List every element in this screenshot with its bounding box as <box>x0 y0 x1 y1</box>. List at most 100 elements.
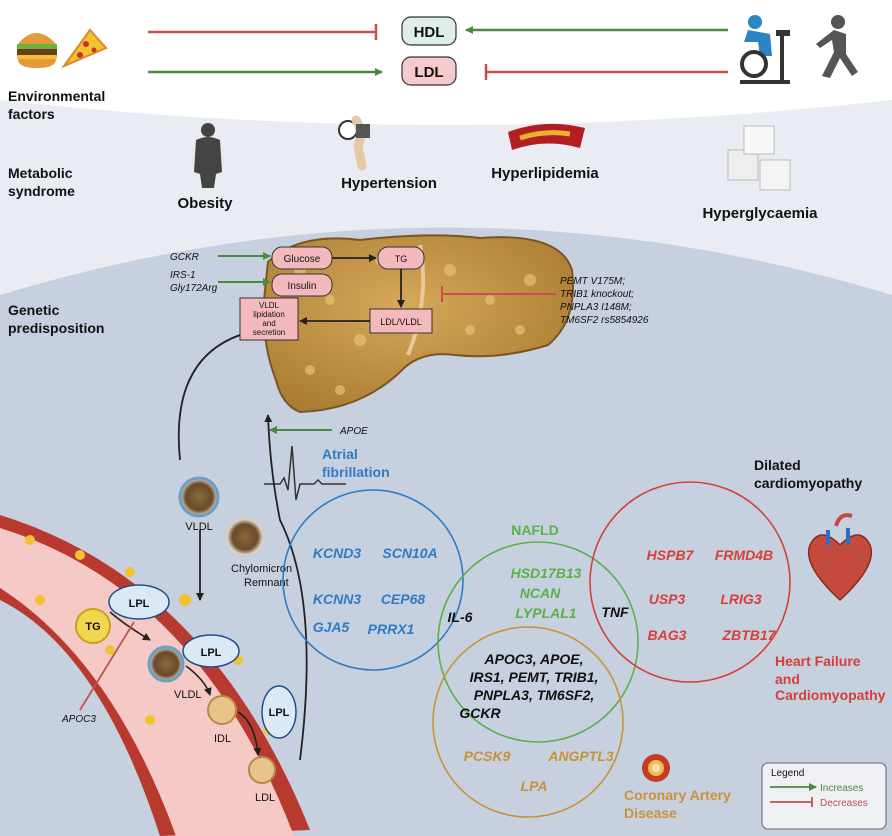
blood-pressure-icon <box>338 115 370 171</box>
cad-gene: PCSK9 <box>464 748 511 764</box>
gckr-label: GCKR <box>170 252 199 263</box>
hdl-label: HDL <box>414 24 445 41</box>
hf-gene: BAG3 <box>648 627 687 643</box>
af-gene: KCNN3 <box>313 591 361 607</box>
variant-item: TM6SF2 rs5854926 <box>560 315 649 326</box>
hdl-box <box>401 16 457 46</box>
nafld-title: NAFLD <box>511 522 558 538</box>
il6-label: IL-6 <box>448 609 473 625</box>
nafld-gene: HSD17B13 <box>511 565 582 581</box>
cad-gene: LPA <box>521 778 548 794</box>
lpl-enzyme-3: LPL <box>261 685 297 739</box>
vldl-particle-lumen-icon <box>147 645 185 683</box>
glucose-label: Glucose <box>284 254 321 265</box>
variant-item: PNPLA3 I148M; <box>560 302 632 313</box>
idl-label: IDL <box>214 733 231 745</box>
hyperlipidemia-label: Hyperlipidemia <box>491 165 599 182</box>
irs1-variant-label: Gly172Arg <box>170 283 218 294</box>
vldl-box-line: VLDL <box>259 301 280 310</box>
cad-title: Coronary Artery <box>624 787 731 803</box>
vessel-fat-deposits <box>25 535 273 735</box>
hf-title: Cardiomyopathy <box>775 687 886 703</box>
cad-gene: ANGPTL3 <box>547 748 614 764</box>
common-gene-line: APOC3, APOE, <box>483 651 583 667</box>
lpl-enzyme-1: LPL <box>108 584 170 620</box>
irs1-label: IRS-1 <box>170 270 196 281</box>
insulin-node <box>271 273 333 297</box>
ldl-particle-icon <box>248 756 276 784</box>
hf-title: Heart Failure <box>775 653 861 669</box>
hf-gene: USP3 <box>649 591 686 607</box>
vldl-top-label: VLDL <box>185 521 213 533</box>
dcm-title: Dilated <box>754 457 801 473</box>
nafld-gene-list: HSD17B13 NCAN LYPLAL1 <box>511 565 582 621</box>
common-gene-line: GCKR <box>459 705 501 721</box>
vldl-box-line: secretion <box>253 328 285 337</box>
af-title: Atrial <box>322 446 358 462</box>
idl-particle-icon <box>207 695 237 725</box>
cad-circle <box>432 626 624 818</box>
cad-gene-list: PCSK9 ANGPTL3 LPA <box>464 748 614 794</box>
legend-decreases-label: Decreases <box>820 798 868 809</box>
variant-item: TRIB1 knockout; <box>560 289 634 300</box>
sugar-cubes-icon <box>727 125 791 191</box>
legend-increases-label: Increases <box>820 783 863 794</box>
lpl-label: LPL <box>129 598 150 610</box>
apoe-label: APOE <box>339 426 368 437</box>
tg-particle-icon: TG <box>75 608 111 644</box>
vldl-particle-icon <box>178 476 220 518</box>
af-gene: KCND3 <box>313 545 361 561</box>
tg-label: TG <box>395 254 408 264</box>
lpl-label: LPL <box>201 647 222 659</box>
vldl-lumen-label: VLDL <box>174 689 202 701</box>
af-gene: CEP68 <box>381 591 426 607</box>
hf-gene: ZBTB17 <box>722 627 777 643</box>
vldl-box-line: lipidation <box>253 310 285 319</box>
common-gene-line: IRS1, PEMT, TRIB1, <box>470 669 599 685</box>
hf-gene-list: HSPB7 FRMD4B USP3 LRIG3 BAG3 ZBTB17 <box>647 547 777 643</box>
vessel-lumen <box>0 528 294 836</box>
legend: Legend Increases Decreases <box>761 762 887 830</box>
remnant-to-liver-arrow <box>264 414 308 761</box>
ecg-trace-icon <box>264 445 346 501</box>
lpl-label: LPL <box>269 707 290 719</box>
pizza-icon <box>61 28 108 69</box>
hf-gene: LRIG3 <box>720 591 761 607</box>
idl-to-ldl-arrow <box>237 711 262 756</box>
apoc3-inhibit-line <box>79 621 135 711</box>
legend-title: Legend <box>771 768 804 779</box>
hyperglycaemia-label: Hyperglycaemia <box>702 205 818 222</box>
af-gene: SCN10A <box>382 545 437 561</box>
chylomicron-label: Chylomicron <box>231 563 292 575</box>
common-gene-list: APOC3, APOE, IRS1, PEMT, TRIB1, PNPLA3, … <box>459 651 598 721</box>
obesity-icon <box>194 123 222 188</box>
lpl-enzyme-2: LPL <box>182 634 240 668</box>
obesity-label: Obesity <box>177 195 233 212</box>
hypertension-label: Hypertension <box>341 175 437 192</box>
chylomicron-remnant-icon <box>226 518 264 556</box>
nafld-gene: NCAN <box>520 585 561 601</box>
common-gene-line: PNPLA3, TM6SF2, <box>474 687 595 703</box>
ldl-particle-label: LDL <box>255 792 275 804</box>
tg-to-vldl-arrow <box>109 611 151 641</box>
hf-gene: FRMD4B <box>715 547 773 563</box>
insulin-label: Insulin <box>288 281 317 292</box>
heart-icon <box>807 513 873 602</box>
variants-list: PEMT V175M; TRIB1 knockout; PNPLA3 I148M… <box>560 276 649 326</box>
secretion-to-vldl-line <box>177 334 241 461</box>
burger-icon <box>17 33 57 68</box>
ldl-vldl-node <box>369 308 433 334</box>
tnf-label: TNF <box>601 604 629 620</box>
variant-item: PEMT V175M; <box>560 276 625 287</box>
vldl-secretion-label: VLDL lipidation and secretion <box>253 301 285 337</box>
vldl-box-line: and <box>262 319 275 328</box>
af-gene: GJA5 <box>313 619 350 635</box>
cycling-icon <box>740 15 790 84</box>
ldl-label: LDL <box>414 64 443 81</box>
nafld-gene: LYPLAL1 <box>515 605 576 621</box>
vldl-to-idl-arrow <box>185 665 212 696</box>
